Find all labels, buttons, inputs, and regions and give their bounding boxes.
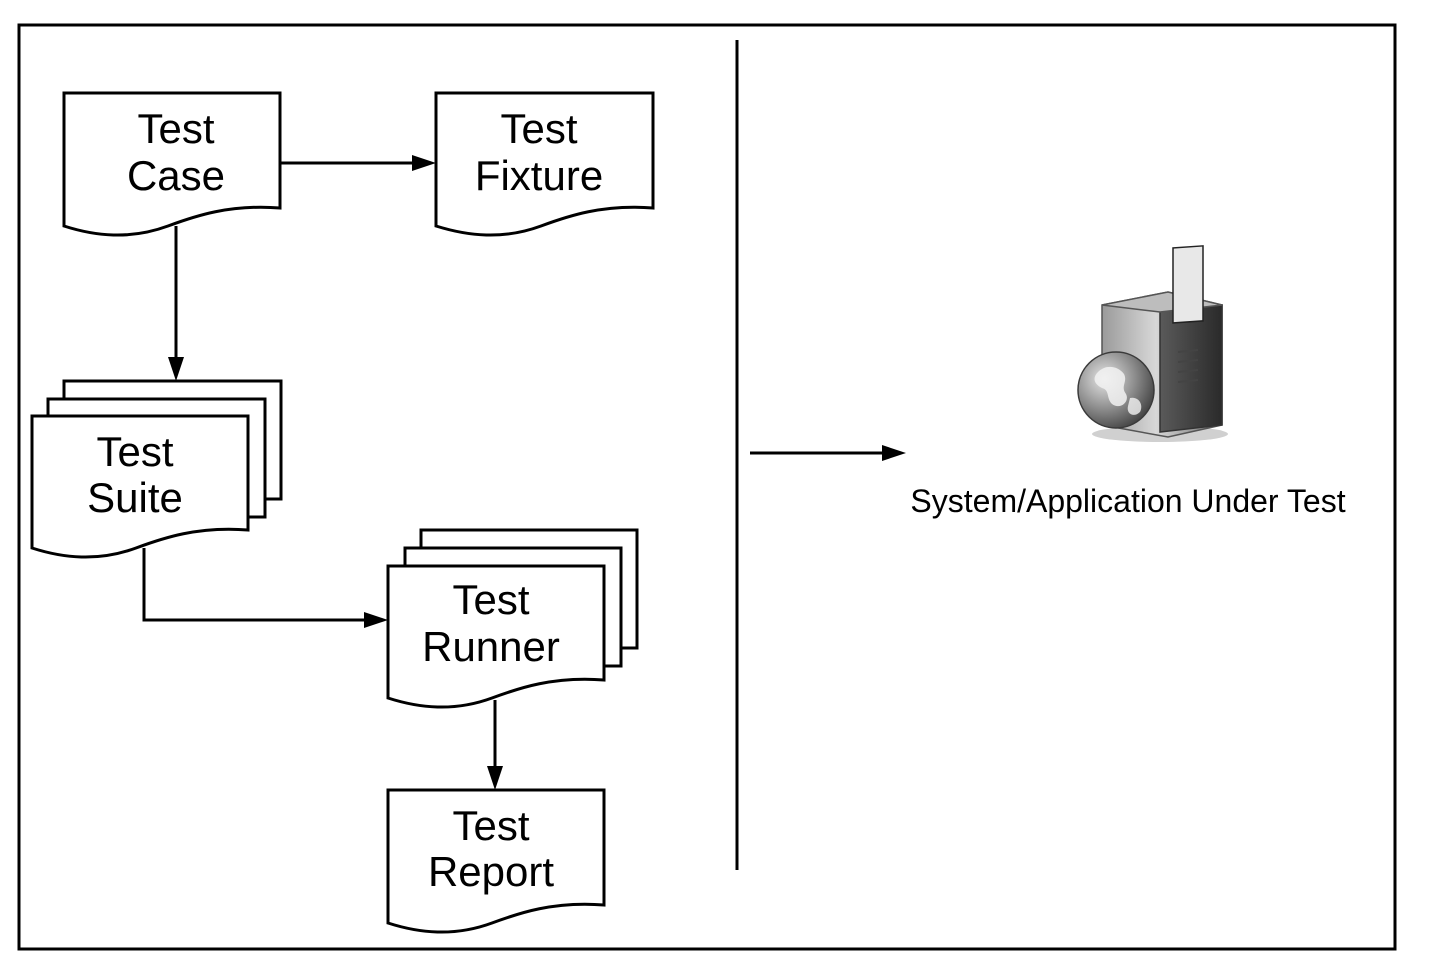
test-case-label-line1: Test xyxy=(137,105,214,152)
server-globe-icon xyxy=(1077,245,1228,442)
test-fixture-label-line2: Fixture xyxy=(475,152,603,199)
arrow-suite-to-runner xyxy=(142,548,388,628)
test-fixture-node: Test Fixture xyxy=(434,91,655,237)
sut-label: System/Application Under Test xyxy=(910,483,1345,519)
arrow-case-to-fixture xyxy=(280,155,436,171)
test-report-node: Test Report xyxy=(386,788,606,934)
test-suite-label-line2: Suite xyxy=(87,474,183,521)
test-suite-node: Test Suite xyxy=(30,379,283,559)
test-case-label-line2: Case xyxy=(127,152,225,199)
test-report-label-line1: Test xyxy=(452,802,529,849)
arrow-to-sut xyxy=(750,445,906,461)
test-case-node: Test Case xyxy=(62,91,282,237)
arrow-case-to-suite xyxy=(168,226,184,381)
test-runner-node: Test Runner xyxy=(386,528,639,709)
test-runner-label-line1: Test xyxy=(452,576,529,623)
test-runner-label-line2: Runner xyxy=(422,623,560,670)
test-fixture-label-line1: Test xyxy=(500,105,577,152)
test-suite-label-line1: Test xyxy=(96,428,173,475)
test-report-label-line2: Report xyxy=(428,848,554,895)
arrow-runner-to-report xyxy=(487,700,503,790)
